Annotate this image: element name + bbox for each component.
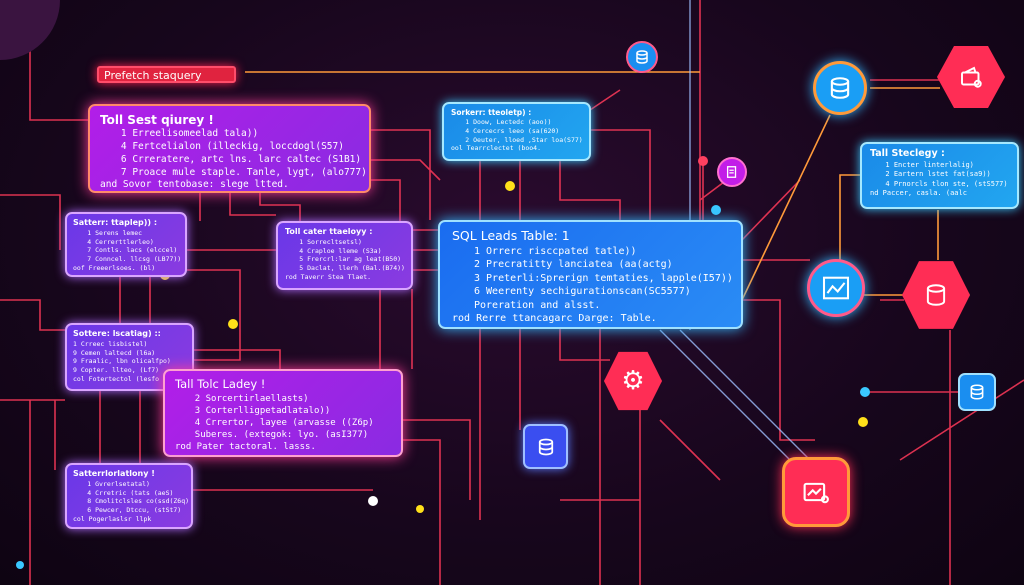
- code-line: 4 Prnorcls tlon ste, (stS577): [885, 179, 1008, 188]
- code-footer: oof Freeerlsoes. (bl): [73, 263, 156, 272]
- panel-title: Satterr: ttaplep)) :: [73, 218, 158, 227]
- panel-tall-table-lady[interactable]: Tall Tolc Ladey ! 2 Sorcertirlaellasts) …: [163, 369, 403, 457]
- code-line: 6 Pewcer, Dtccu, (stSt7): [87, 506, 182, 515]
- code-line: 2 Oeuter, lloed ,Star loa(S77): [465, 135, 583, 144]
- code-footer: rod Pater tactoral. lasss.: [175, 442, 316, 453]
- panel-select-table[interactable]: Sorkerr: tteoletp) : 1 Doow, Lectedc (ao…: [442, 102, 591, 161]
- code-line: 5 Daclat, llerh (Bal.(B74)): [299, 264, 405, 273]
- panel-small-query-3[interactable]: Sottere: lscatiag) :: 1 Crreec lisbistel…: [65, 323, 194, 391]
- code-line: Suberes. (extegok: lyo. (asI377): [194, 429, 369, 440]
- code-line: 4 Cerrerttlerleo): [87, 237, 154, 246]
- panel-title: Sorkerr: tteoletp) :: [451, 108, 532, 117]
- code-line: 1 Crreec lisbistel): [73, 339, 148, 348]
- panel-small-query-1[interactable]: Satterr: ttaplep)) : 1 Serens lemec 4 Ce…: [65, 212, 187, 277]
- code-footer: ool Tearrclectet (boo4.: [451, 144, 542, 153]
- panel-small-query-2[interactable]: Toll cater ttaeloyy : 1 Sorrecltsetsl) 4…: [276, 221, 413, 290]
- database-icon[interactable]: [626, 41, 658, 73]
- code-line: 7 Contls. lacs (elccel): [87, 246, 178, 255]
- junction-dots: [16, 156, 870, 569]
- code-line: 8 Cmolitclsles co(ssd(Z6q): [87, 497, 190, 506]
- code-footer: rod Rerre ttancagarc Darge: Table.: [452, 313, 657, 325]
- code-line: 1 Orrerc risccpated tatle)): [474, 245, 637, 257]
- code-line: 9 Cemen laltecd (l6a): [73, 348, 156, 357]
- code-footer: nd Paccer, casla. (aalc: [870, 189, 967, 198]
- panel-title: SQL Leads Table: 1: [452, 228, 570, 243]
- code-line: 1 Doow, Lectedc (aoo)): [465, 118, 552, 127]
- database-icon[interactable]: [958, 373, 996, 411]
- code-line: 2 Sorcertirlaellasts): [194, 393, 309, 404]
- chart-icon[interactable]: [807, 259, 865, 317]
- panel-small-query-4[interactable]: Satterrlorlatlony ! 1 Gvrerlsetatal) 4 C…: [65, 463, 193, 529]
- code-line: 6 Weerenty sechigurationscan(SC5577): [474, 286, 691, 298]
- database-icon[interactable]: [813, 61, 867, 115]
- code-line: 2 Eartern lstet fat(sa9)): [885, 170, 991, 179]
- code-footer: col Fotertectol (lesfo: [73, 374, 160, 383]
- code-line: Poreration and alsst.: [474, 299, 601, 311]
- code-line: 6 Crreratere, artc lns. larc caltec (S1B…: [120, 153, 362, 165]
- code-line: 1 Gvrerlsetatal): [87, 479, 150, 488]
- chart-icon[interactable]: [782, 457, 850, 527]
- panel-title: Tall Steclegy :: [870, 148, 945, 159]
- code-line: 7 Conncel. llcsg (LB77)): [87, 255, 182, 264]
- code-footer: rod Taverr Stea Tlaet.: [285, 272, 372, 281]
- code-line: 4 Cercecrs leeo (sa(620): [465, 126, 560, 135]
- panel-strategy[interactable]: Tall Steclegy : 1 Encter linterlalig) 2 …: [860, 142, 1019, 209]
- code-line: 3 Corterlligpetadlatalo)): [194, 405, 331, 416]
- code-line: 1 Serens lemec: [87, 228, 143, 237]
- panel-title: Toll Sest qiurey !: [100, 113, 214, 127]
- panel-sql-leads-table[interactable]: SQL Leads Table: 1 1 Orrerc risccpated t…: [438, 220, 743, 329]
- code-line: 4 Crrertor, layee (arvasse ((Z6p): [194, 417, 374, 428]
- code-line: 4 Craploe lleme (S3a): [299, 246, 382, 255]
- code-line: 4 Crretric (tats (aeS): [87, 488, 174, 497]
- code-line: 9 Copter. llteo, (Lf7): [73, 366, 160, 375]
- panel-title: Sottere: lscatiag) ::: [73, 329, 161, 338]
- panel-test-query[interactable]: Toll Sest qiurey ! 1 Erreelisomeelad tal…: [88, 104, 371, 193]
- gear-icon[interactable]: ⚙: [604, 351, 662, 411]
- database-icon[interactable]: [523, 424, 568, 469]
- panel-title: Tall Tolc Ladey !: [175, 377, 266, 391]
- prefetch-query-label[interactable]: Prefetch staquery: [97, 66, 236, 83]
- code-footer: and Sovor tentobase: slege ltted.: [100, 179, 289, 191]
- code-line: 2 Precratitty lanciatea (aa(actg): [474, 259, 673, 271]
- panel-title: Satterrlorlatlony !: [73, 469, 155, 478]
- document-icon[interactable]: [717, 157, 747, 187]
- code-line: 1 Sorrecltsetsl): [299, 237, 362, 246]
- code-line: 3 Preterli:Sprerign temtaties, lapple(I5…: [474, 272, 733, 284]
- code-line: 5 Frercrl:lar ag leat(B50): [299, 255, 402, 264]
- code-line: 1 Erreelisomeelad tala)): [120, 128, 259, 140]
- code-line: 7 Proace mule staple. Tanle, lygt, (alo7…: [120, 166, 367, 178]
- code-line: 9 Fraalic, lbn olicalfpo): [73, 357, 171, 366]
- panel-title: Toll cater ttaeloyy :: [285, 227, 373, 236]
- code-line: 1 Encter linterlalig): [885, 160, 974, 169]
- code-line: 4 Fertcelialon (illeckig, loccdogl(S57): [120, 141, 344, 152]
- code-footer: col Pogerlaslsr llpk: [73, 514, 152, 523]
